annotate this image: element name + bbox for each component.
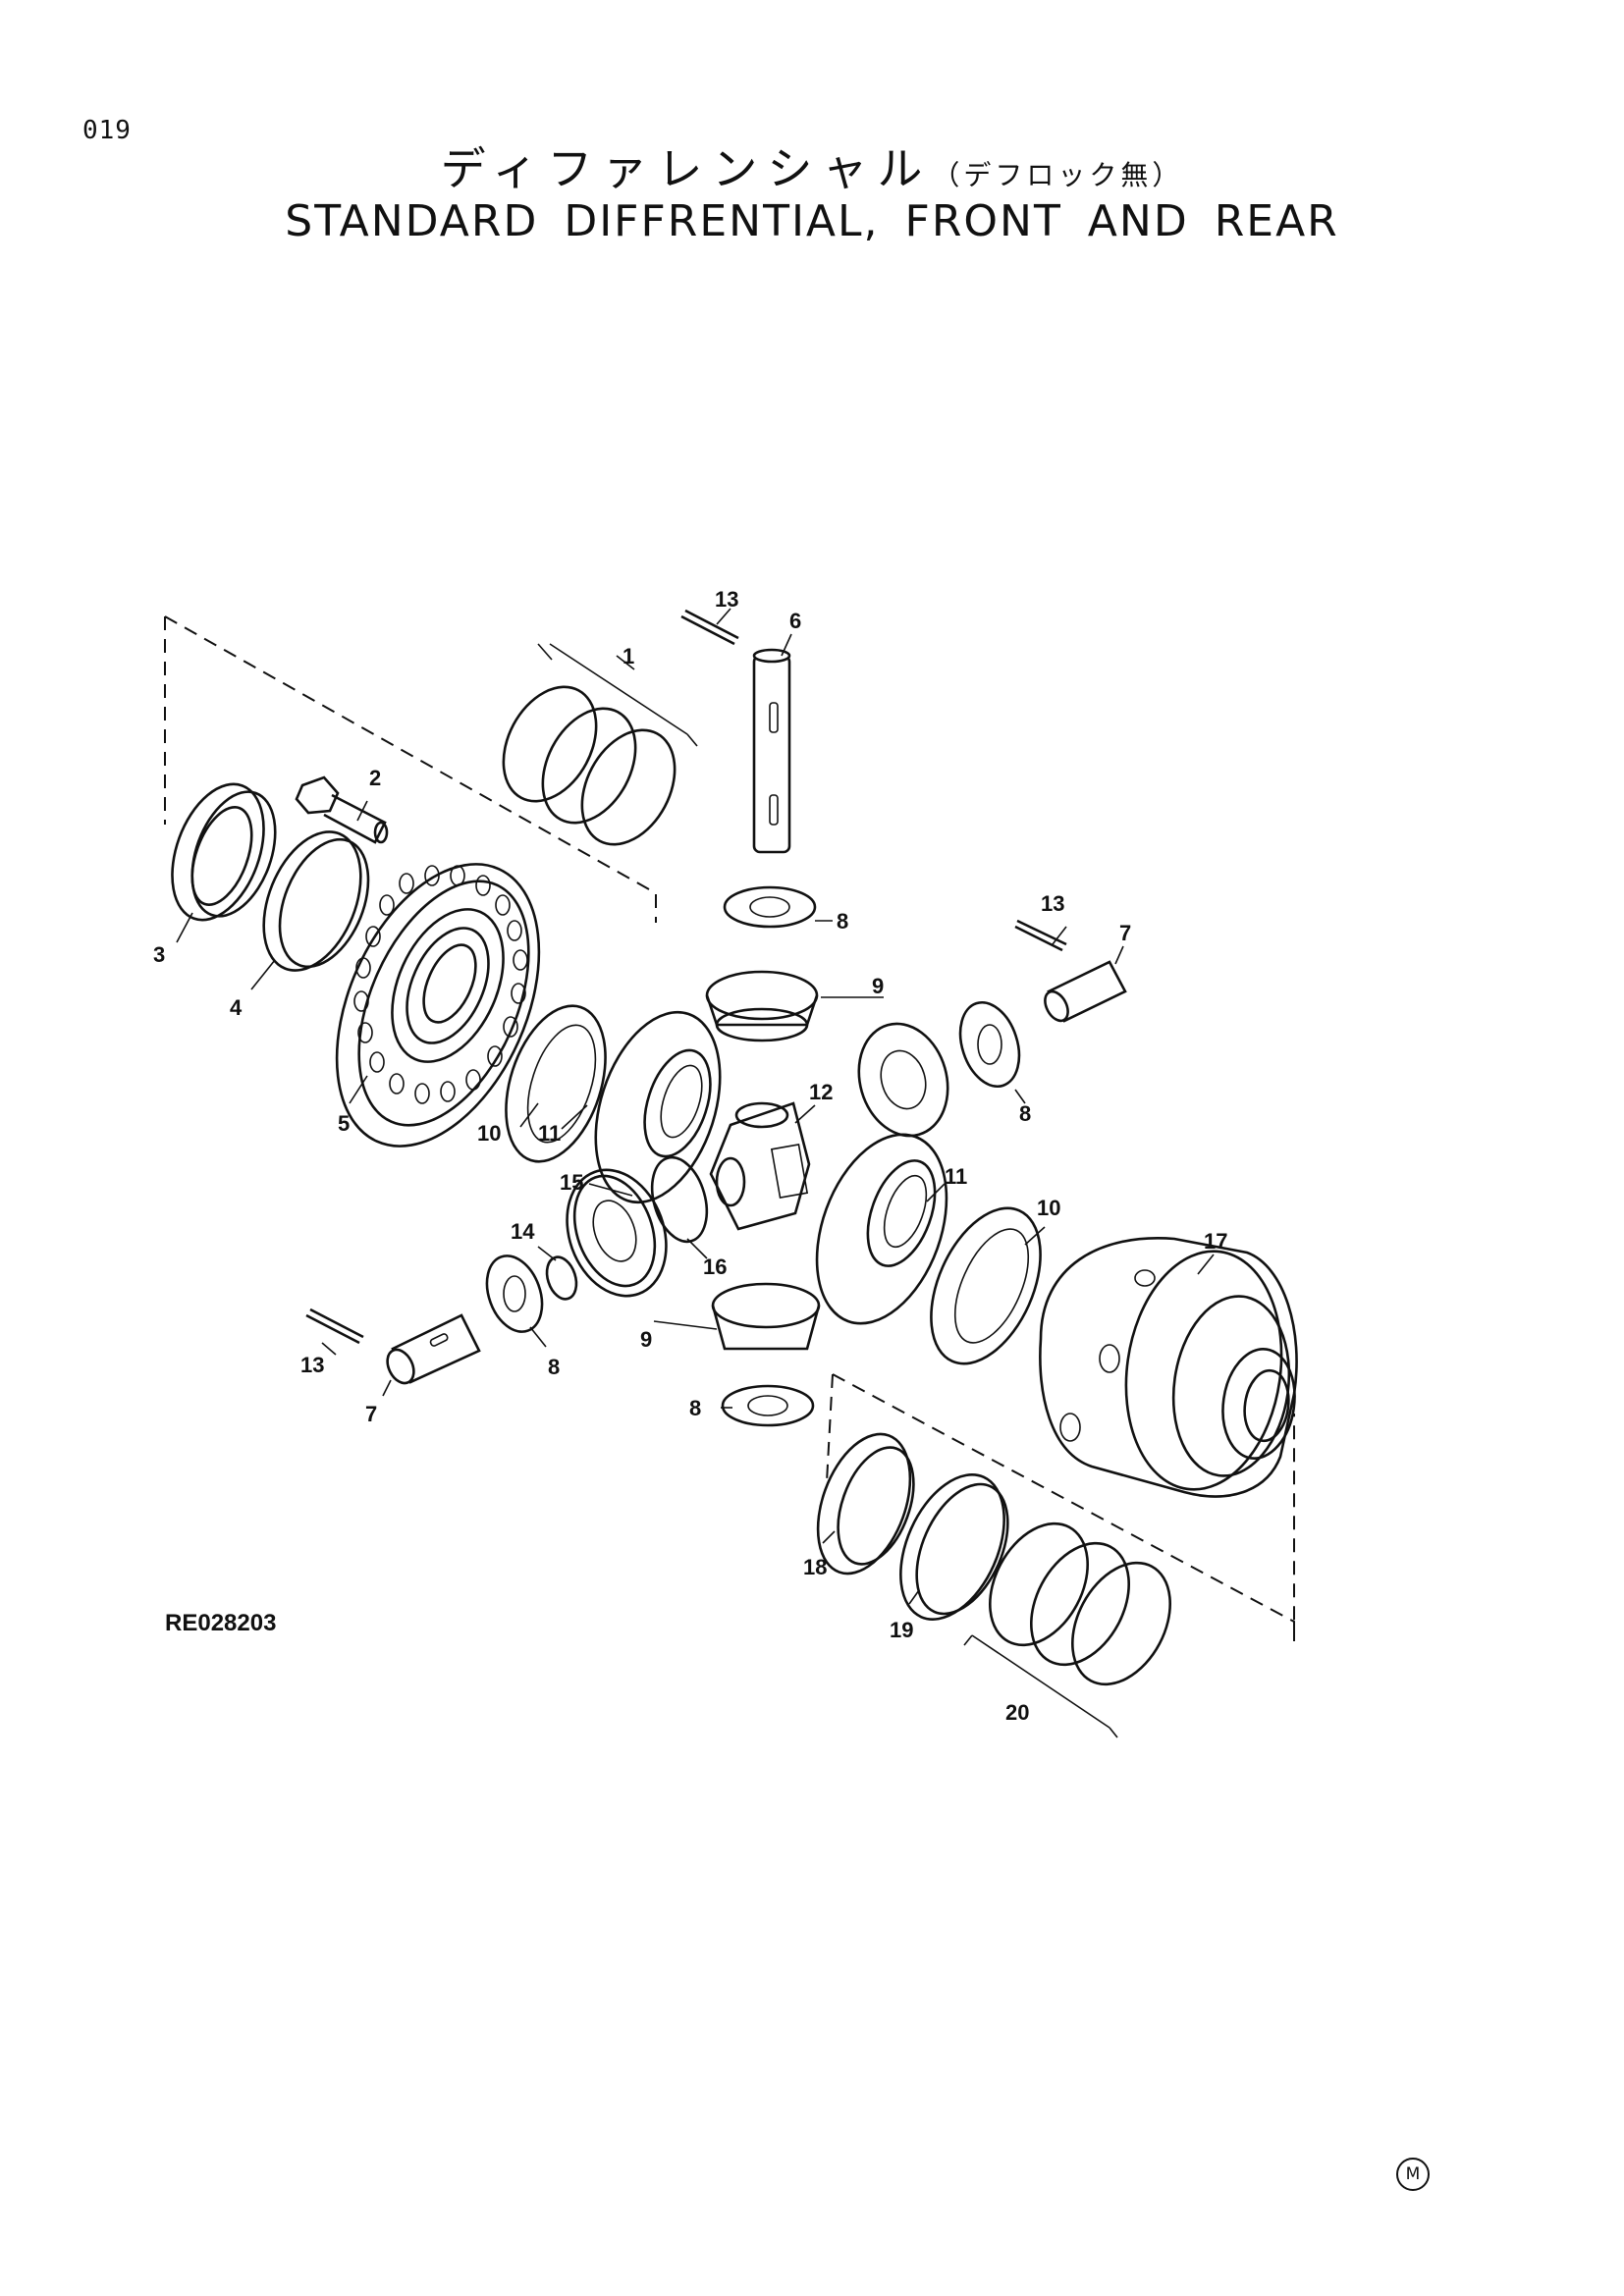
part-7-short-shafts (386, 960, 1127, 1385)
callout-labels: 1 2 3 4 5 6 7 7 8 8 8 8 9 9 10 10 11 11 … (153, 587, 1227, 1725)
callout-2: 2 (369, 766, 381, 790)
part-15-16-gear-and-ring (566, 1155, 709, 1298)
alignment-dashed-line-upper (164, 615, 657, 923)
figure-code: RE028203 (165, 1610, 277, 1636)
callout-13-left: 13 (300, 1353, 324, 1377)
callout-8-bottom: 8 (689, 1396, 701, 1420)
part-5-differential-case-half (335, 863, 541, 1148)
page-number: 019 (82, 116, 132, 145)
title-japanese-main: ディファレンシャル (440, 142, 933, 195)
callout-8-left: 8 (548, 1355, 560, 1379)
part-6-pinion-shaft (752, 648, 791, 854)
part-18-bearing-cone (816, 1432, 915, 1575)
callout-7-lower: 7 (365, 1402, 377, 1426)
title-japanese: ディファレンシャル（デフロック無） (0, 133, 1624, 198)
callout-11-left: 11 (538, 1121, 561, 1146)
part-11-side-gears (594, 1010, 948, 1325)
part-19-bearing-cup (899, 1473, 1009, 1621)
part-12-spider (709, 1101, 811, 1231)
title-japanese-sub: （デフロック無） (932, 159, 1184, 191)
callout-9-lower: 9 (640, 1327, 652, 1352)
callout-18: 18 (803, 1555, 827, 1579)
alignment-dashed-line-lower (826, 1373, 1295, 1641)
callout-16: 16 (703, 1255, 727, 1279)
part-8-thrust-washers (485, 885, 1021, 1427)
callout-7-upper: 7 (1119, 921, 1131, 945)
callout-20: 20 (1005, 1700, 1029, 1725)
callout-10-right: 10 (1037, 1196, 1060, 1220)
callout-8-top: 8 (837, 909, 848, 934)
callout-5: 5 (338, 1111, 350, 1136)
part-3-bearing-cone (171, 782, 277, 922)
callout-11-right: 11 (945, 1164, 967, 1189)
callout-leaders (176, 608, 1215, 1605)
callout-8-right: 8 (1019, 1101, 1031, 1126)
callout-10-left: 10 (477, 1121, 501, 1146)
part-10-side-gear-washers (505, 1004, 1042, 1365)
part-4-bearing-cup (262, 830, 370, 972)
title-english: STANDARD DIFFRENTIAL, FRONT AND REAR (285, 196, 1339, 246)
callout-15: 15 (560, 1170, 583, 1195)
callout-6: 6 (789, 609, 801, 633)
part-1-o-rings (502, 643, 698, 846)
callout-14: 14 (511, 1219, 535, 1244)
callout-9-upper: 9 (872, 974, 884, 998)
corner-mark: M (1396, 2158, 1430, 2191)
callout-13-top: 13 (715, 587, 738, 612)
callout-4: 4 (230, 995, 243, 1020)
part-2-bolt (295, 775, 389, 844)
callout-1: 1 (623, 644, 634, 668)
callout-19: 19 (890, 1618, 913, 1642)
part-9-pinion-gears (572, 970, 949, 1351)
callout-3: 3 (153, 942, 165, 967)
callout-12: 12 (809, 1080, 833, 1104)
part-14-snap-ring (545, 1255, 578, 1301)
part-20-o-rings (963, 1522, 1171, 1738)
callout-13-right: 13 (1041, 891, 1064, 916)
callout-17: 17 (1204, 1229, 1227, 1254)
part-17-differential-case (1039, 1237, 1298, 1498)
part-13-roll-pins (305, 609, 1067, 1345)
